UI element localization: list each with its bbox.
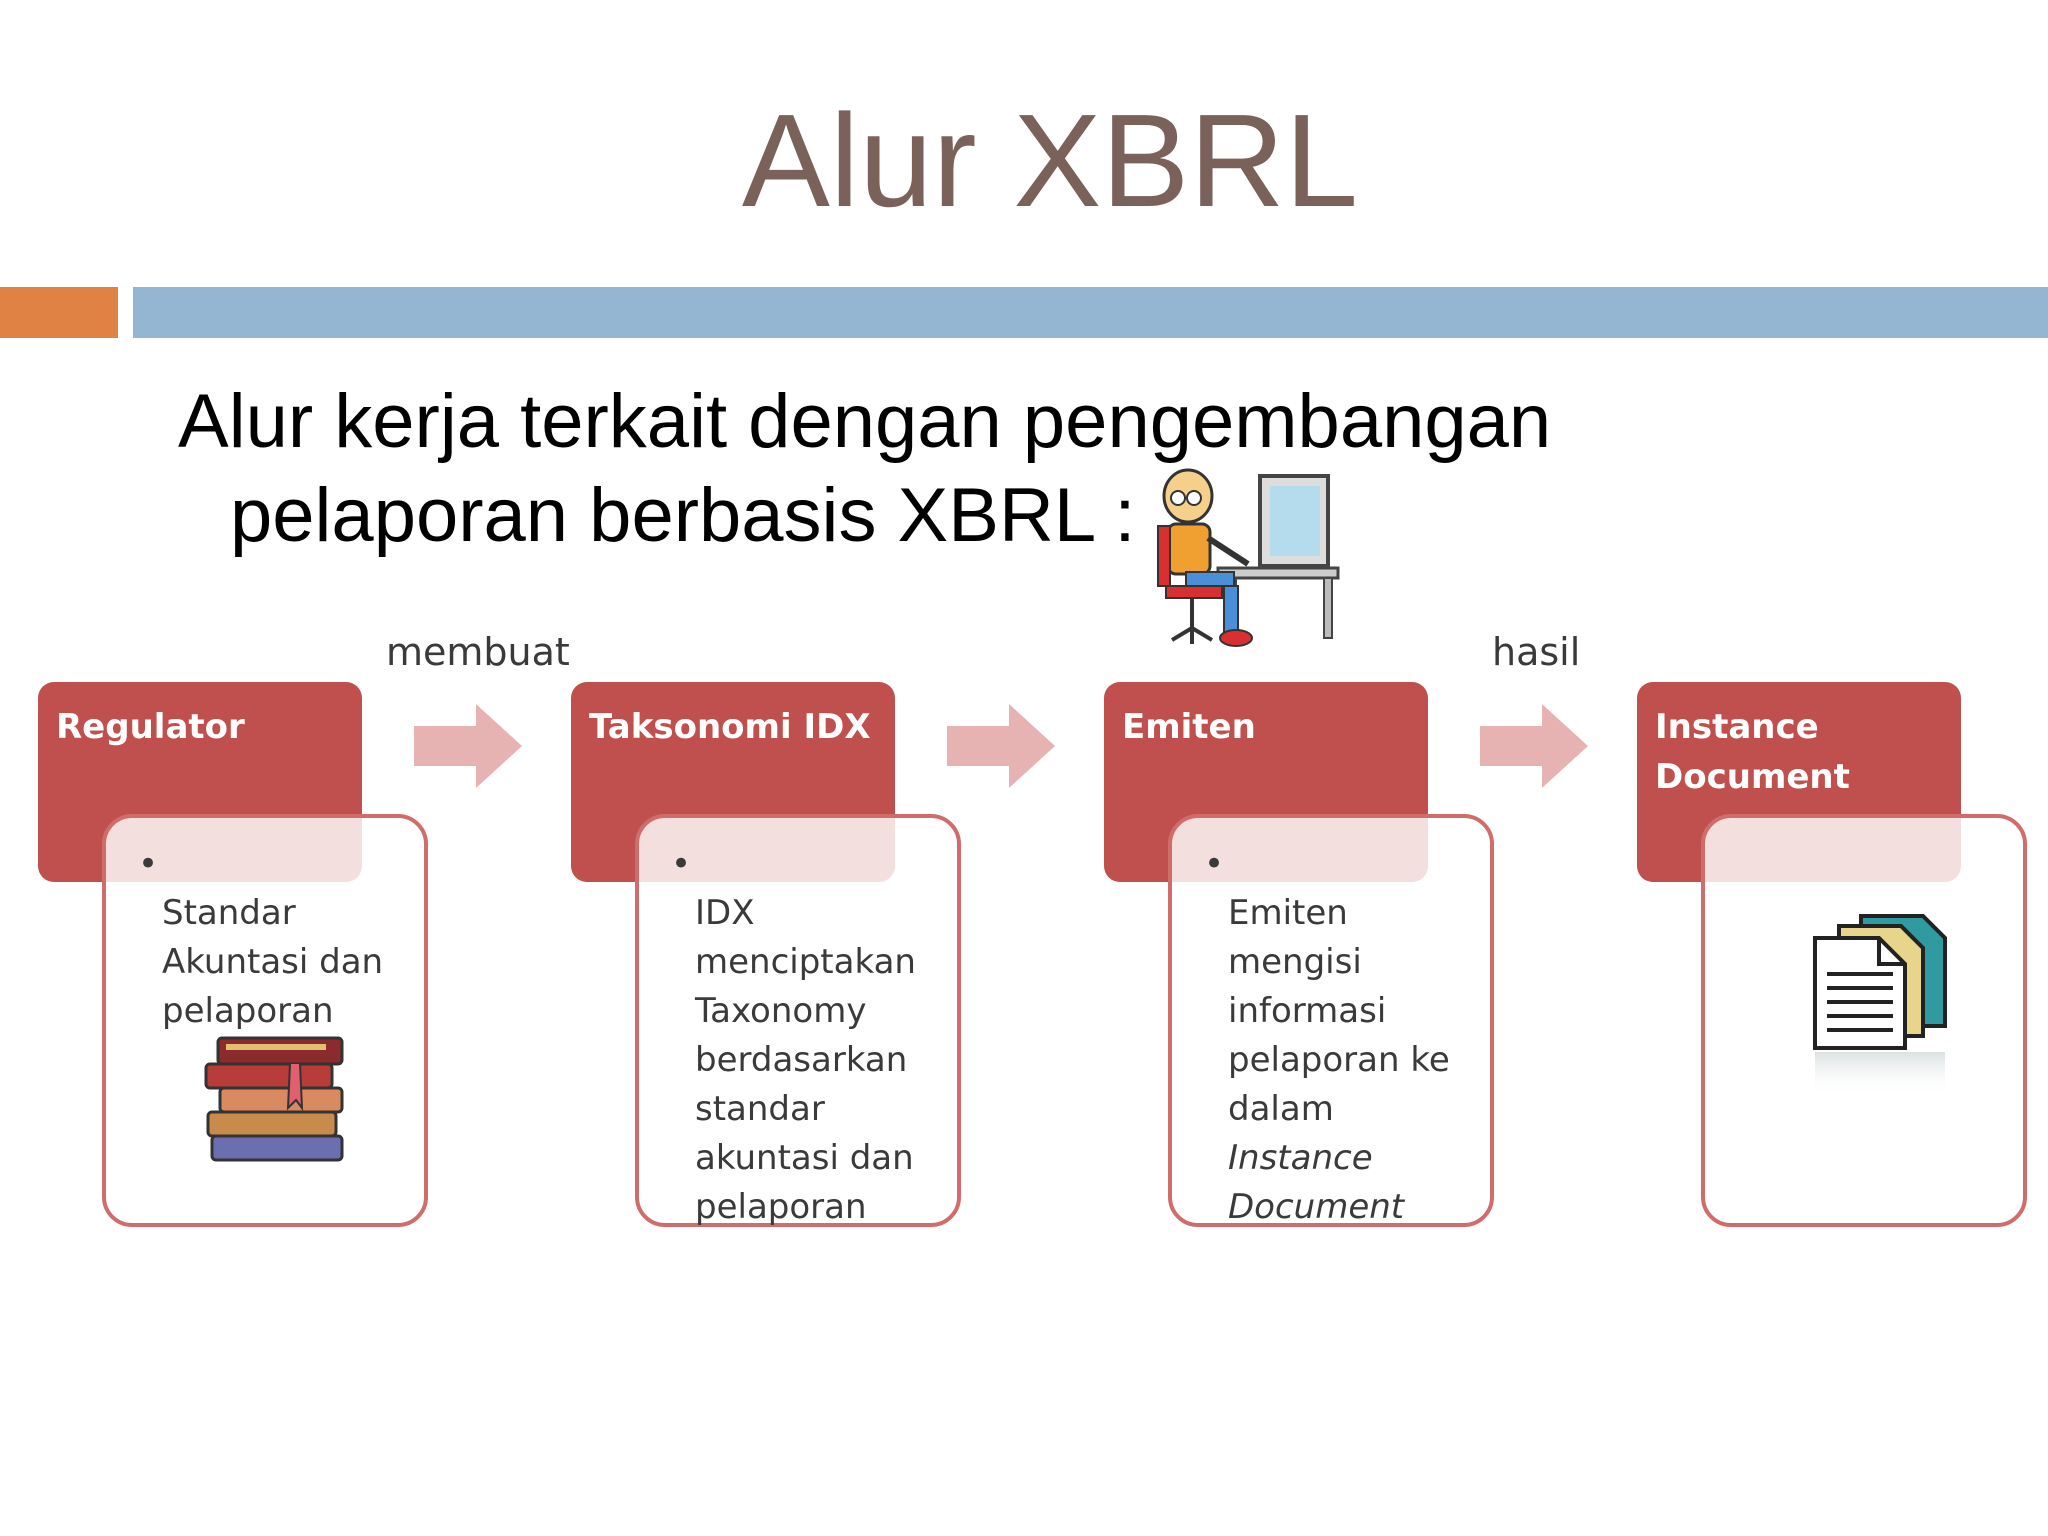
slide-title: Alur XBRL [741, 87, 1359, 234]
subtitle-line-1: Alur kerja terkait dengan pengembangan [178, 379, 1552, 464]
bullet-icon: • [671, 844, 692, 884]
step-instance-document: Instance Document [1637, 682, 2048, 1242]
step-taksonomi-idx: Taksonomi IDX •IDX menciptakan Taxonomy … [571, 682, 1151, 1242]
step-description: •Emiten mengisi informasi pelaporan ke d… [1204, 840, 1474, 1232]
step-description-text: IDX menciptakan Taxonomy berdasarkan sta… [695, 893, 916, 1227]
step-title: Instance Document [1655, 707, 1850, 797]
slide-subtitle: Alur kerja terkait dengan pengembangan p… [178, 375, 1778, 563]
flow-arrow-1 [414, 704, 522, 788]
step-description: •IDX menciptakan Taxonomy berdasarkan st… [671, 840, 941, 1232]
step-description-text: Standar Akuntasi dan pelaporan [162, 893, 384, 1031]
bullet-icon: • [1204, 844, 1225, 884]
accent-bar-orange [0, 287, 118, 338]
flow-label-hasil: hasil [1492, 630, 1581, 674]
documents-icon [1813, 914, 1947, 1096]
step-title: Emiten [1122, 707, 1256, 747]
flow-arrow-2 [947, 704, 1055, 788]
person-at-computer-icon [1157, 468, 1340, 647]
step-regulator: Regulator •Standar Akuntasi dan pelapora… [38, 682, 618, 1242]
step-description-text: Emiten mengisi informasi pelaporan ke da… [1228, 893, 1450, 1129]
step-description: •Standar Akuntasi dan pelaporan [138, 840, 408, 1036]
bullet-icon: • [138, 844, 159, 884]
step-card: •Standar Akuntasi dan pelaporan [102, 814, 428, 1227]
flow-arrow-3 [1480, 704, 1588, 788]
step-card: •IDX menciptakan Taxonomy berdasarkan st… [635, 814, 961, 1227]
step-card [1701, 814, 2027, 1227]
books-icon [204, 1036, 344, 1162]
step-emiten: Emiten •Emiten mengisi informasi pelapor… [1104, 682, 1684, 1242]
accent-bar-blue [133, 287, 2048, 338]
step-title: Regulator [56, 707, 245, 747]
step-title: Taksonomi IDX [589, 707, 871, 747]
flow-label-membuat: membuat [386, 630, 570, 674]
step-card: •Emiten mengisi informasi pelaporan ke d… [1168, 814, 1494, 1227]
subtitle-line-2: pelaporan berbasis XBRL : [230, 473, 1136, 558]
step-description-italic: Instance Document [1228, 1138, 1405, 1227]
